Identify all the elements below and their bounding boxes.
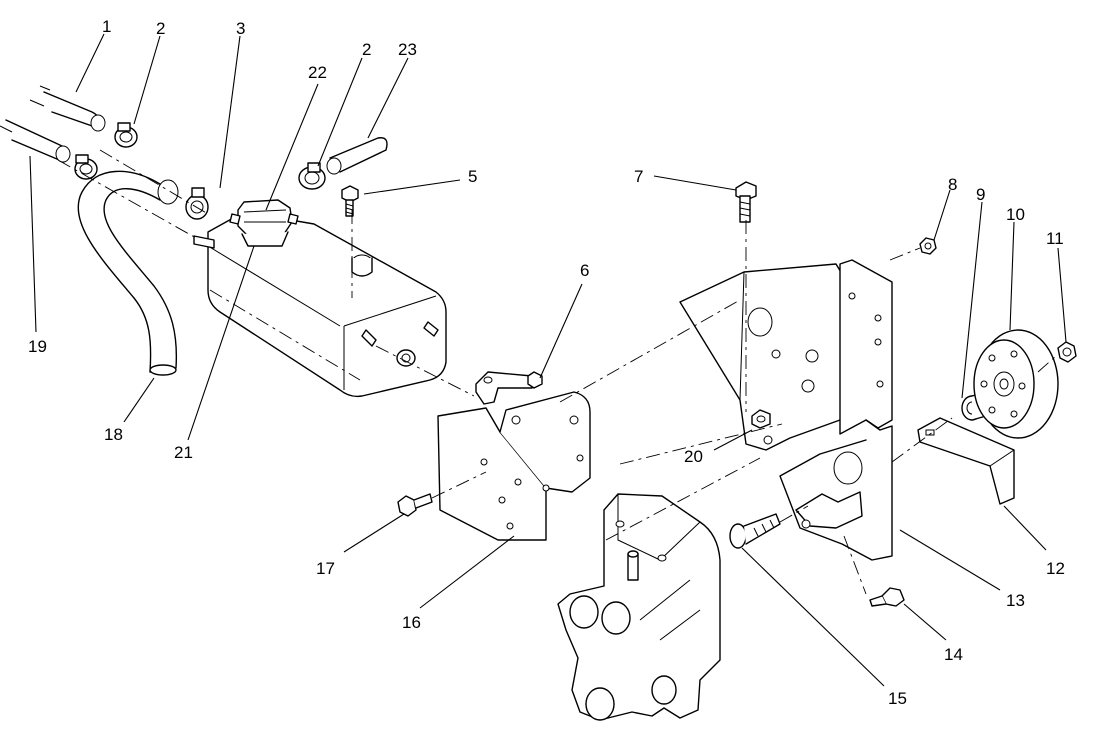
- mounting-base: [557, 493, 721, 721]
- callout-2-right: 2: [362, 40, 371, 59]
- pulley-10: [973, 329, 1059, 439]
- callout-19: 19: [28, 337, 47, 356]
- callout-14: 14: [944, 645, 963, 664]
- bolt-5: [341, 185, 359, 217]
- callout-13: 13: [1006, 591, 1025, 610]
- reservoir-tank: [193, 211, 447, 398]
- bracket-16: [437, 391, 591, 541]
- carriage-bolt-15: [729, 513, 781, 549]
- callout-11: 11: [1046, 229, 1064, 248]
- bracket-6: [475, 371, 543, 405]
- callout-labels: 1 2 3 22 2 23 5 7 8 9 10 11 6 19 18 21 2…: [28, 17, 1065, 708]
- callout-8: 8: [948, 175, 957, 194]
- callout-7: 7: [634, 167, 643, 186]
- callout-9: 9: [976, 185, 985, 204]
- hose-clamp-3: [185, 187, 209, 220]
- callout-18: 18: [104, 425, 123, 444]
- assembly-centerlines: [57, 149, 1057, 595]
- callout-15: 15: [888, 689, 907, 708]
- callout-16: 16: [402, 613, 421, 632]
- callout-20: 20: [684, 447, 703, 466]
- bracket-20: [679, 263, 869, 451]
- hose-23: [326, 137, 388, 175]
- bolt-17: [397, 493, 433, 517]
- callout-17: 17: [316, 559, 335, 578]
- plate-13: [779, 259, 893, 561]
- hose-18: [77, 170, 179, 376]
- callout-6: 6: [580, 261, 589, 280]
- bolt-14: [869, 587, 905, 607]
- hose-1: [29, 85, 106, 132]
- hose-clamp-19: [74, 154, 98, 180]
- callout-1: 1: [102, 17, 111, 36]
- callout-23: 23: [398, 40, 417, 59]
- callout-3: 3: [236, 19, 245, 38]
- callout-2: 2: [156, 19, 165, 38]
- nut-8: [919, 237, 937, 255]
- callout-5: 5: [468, 167, 477, 186]
- hose-19: [0, 119, 71, 163]
- callout-10: 10: [1006, 205, 1025, 224]
- hose-clamp-2-left: [114, 122, 138, 148]
- callout-12: 12: [1046, 559, 1065, 578]
- bolt-7: [735, 181, 757, 223]
- callout-22: 22: [308, 63, 327, 82]
- callout-leaders: [29, 33, 1067, 687]
- nut-11: [1057, 341, 1077, 363]
- idler-bracket-12: [917, 417, 1015, 505]
- reservoir-cap-22: [229, 199, 299, 247]
- callout-21: 21: [174, 443, 193, 462]
- hose-clamp-2-right: [298, 162, 326, 190]
